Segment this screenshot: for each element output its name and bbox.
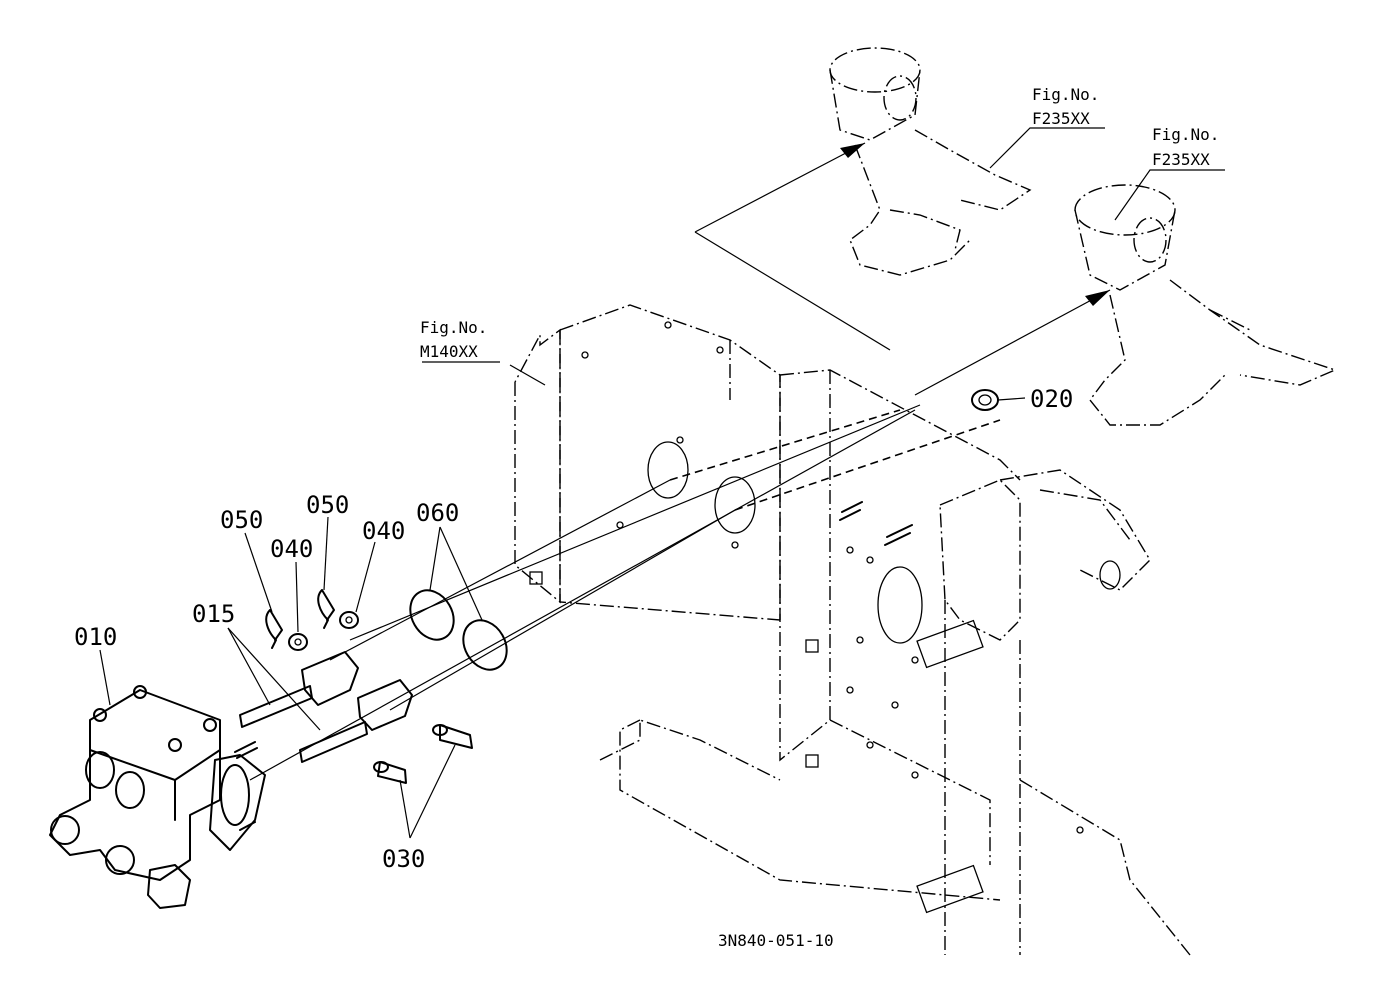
callout-050-right: 050 [306, 491, 349, 519]
figure-ref-m140xx: Fig.No. M140XX [420, 318, 487, 361]
callout-060: 060 [416, 499, 459, 527]
snap-pins-050 [265, 589, 335, 649]
figure-ref-prefix: Fig.No. [1152, 125, 1219, 144]
callout-030: 030 [382, 845, 425, 873]
callout-015: 015 [192, 600, 235, 628]
upper-pedal [829, 47, 1032, 276]
lower-pedal [1074, 184, 1337, 426]
figure-ref-f235xx-lower: Fig.No. F235XX [1152, 125, 1219, 169]
figure-ref-f235xx-upper: Fig.No. F235XX [1032, 85, 1099, 128]
figure-ref-code: M140XX [420, 342, 478, 361]
figure-ref-prefix: Fig.No. [1032, 85, 1099, 104]
figure-ref-prefix: Fig.No. [420, 318, 487, 337]
washers-040 [288, 611, 359, 651]
master-cylinder-010 [49, 685, 266, 909]
figure-ref-code: F235XX [1032, 109, 1090, 128]
o-rings-060 [409, 589, 508, 671]
push-rods-015 [239, 651, 413, 763]
callout-leaders [99, 127, 1225, 839]
callout-040-left: 040 [270, 535, 313, 563]
callout-040-right: 040 [362, 517, 405, 545]
callout-020: 020 [1030, 385, 1073, 413]
nut-020 [971, 389, 999, 411]
guide-lines [249, 142, 1111, 781]
figure-ref-code: F235XX [1152, 150, 1210, 169]
clevis-pins-030 [373, 724, 473, 784]
frame-bracket [514, 304, 1191, 956]
callout-050-left: 050 [220, 506, 263, 534]
callout-010: 010 [74, 623, 117, 651]
drawing-number: 3N840-051-10 [718, 931, 834, 950]
